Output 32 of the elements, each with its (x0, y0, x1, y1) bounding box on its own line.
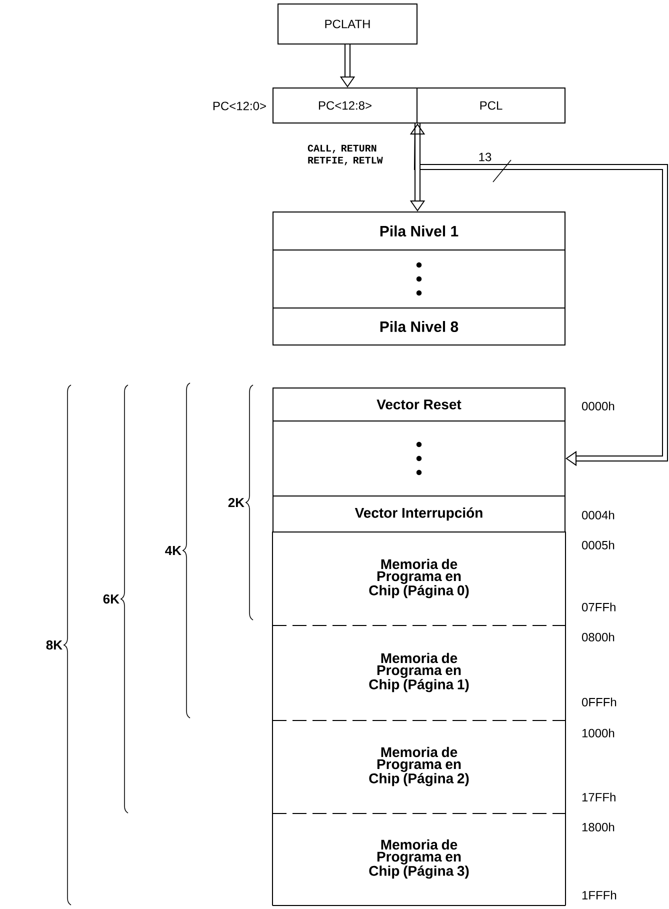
register-box: PCLATH (278, 4, 418, 44)
address-label: 0FFFh (582, 698, 616, 706)
edge-label: 13 (479, 152, 492, 162)
address-label: 0000h (582, 402, 614, 410)
memory-ellipsis-box (272, 420, 566, 496)
memory-row-box: Vector Reset (272, 388, 566, 422)
address-label: 1FFFh (582, 890, 616, 900)
address-label: 0004h (582, 510, 614, 520)
address-label: 1000h (582, 728, 614, 738)
address-label: 0005h (582, 540, 614, 550)
memory-page-box: Memoria de Programa en Chip (Página 0) (272, 531, 566, 626)
size-label: 6K (103, 594, 120, 604)
edge-label: CALL, RETURN RETFIE, RETLW (308, 144, 383, 166)
memory-row-box: Vector Interrupción (272, 496, 566, 532)
memory-page-box: Memoria de Programa en Chip (Página 2) (272, 719, 566, 814)
stack-ellipsis-box (272, 250, 566, 308)
bus-arrow (414, 123, 668, 466)
size-label: 8K (46, 640, 62, 650)
register-cell: PCL (416, 88, 566, 124)
stack-level-box: Pila Nivel 1 (272, 212, 566, 250)
bus-arrow (410, 124, 426, 212)
address-label: 07FFh (582, 602, 616, 612)
register-cell: PC<12:8> (272, 88, 418, 124)
size-label: 4K (165, 546, 182, 555)
size-label: 2K (228, 498, 244, 508)
stack-level-box: Pila Nivel 8 (272, 308, 566, 346)
address-label: 17FFh (582, 792, 616, 802)
address-label: 1800h (582, 822, 614, 832)
address-label: 0800h (582, 632, 614, 642)
memory-page-box: Memoria de Programa en Chip (Página 1) (272, 624, 566, 721)
memory-page-box: Memoria de Programa en Chip (Página 3) (272, 812, 566, 906)
register-label: PC<12:0> (213, 102, 266, 110)
